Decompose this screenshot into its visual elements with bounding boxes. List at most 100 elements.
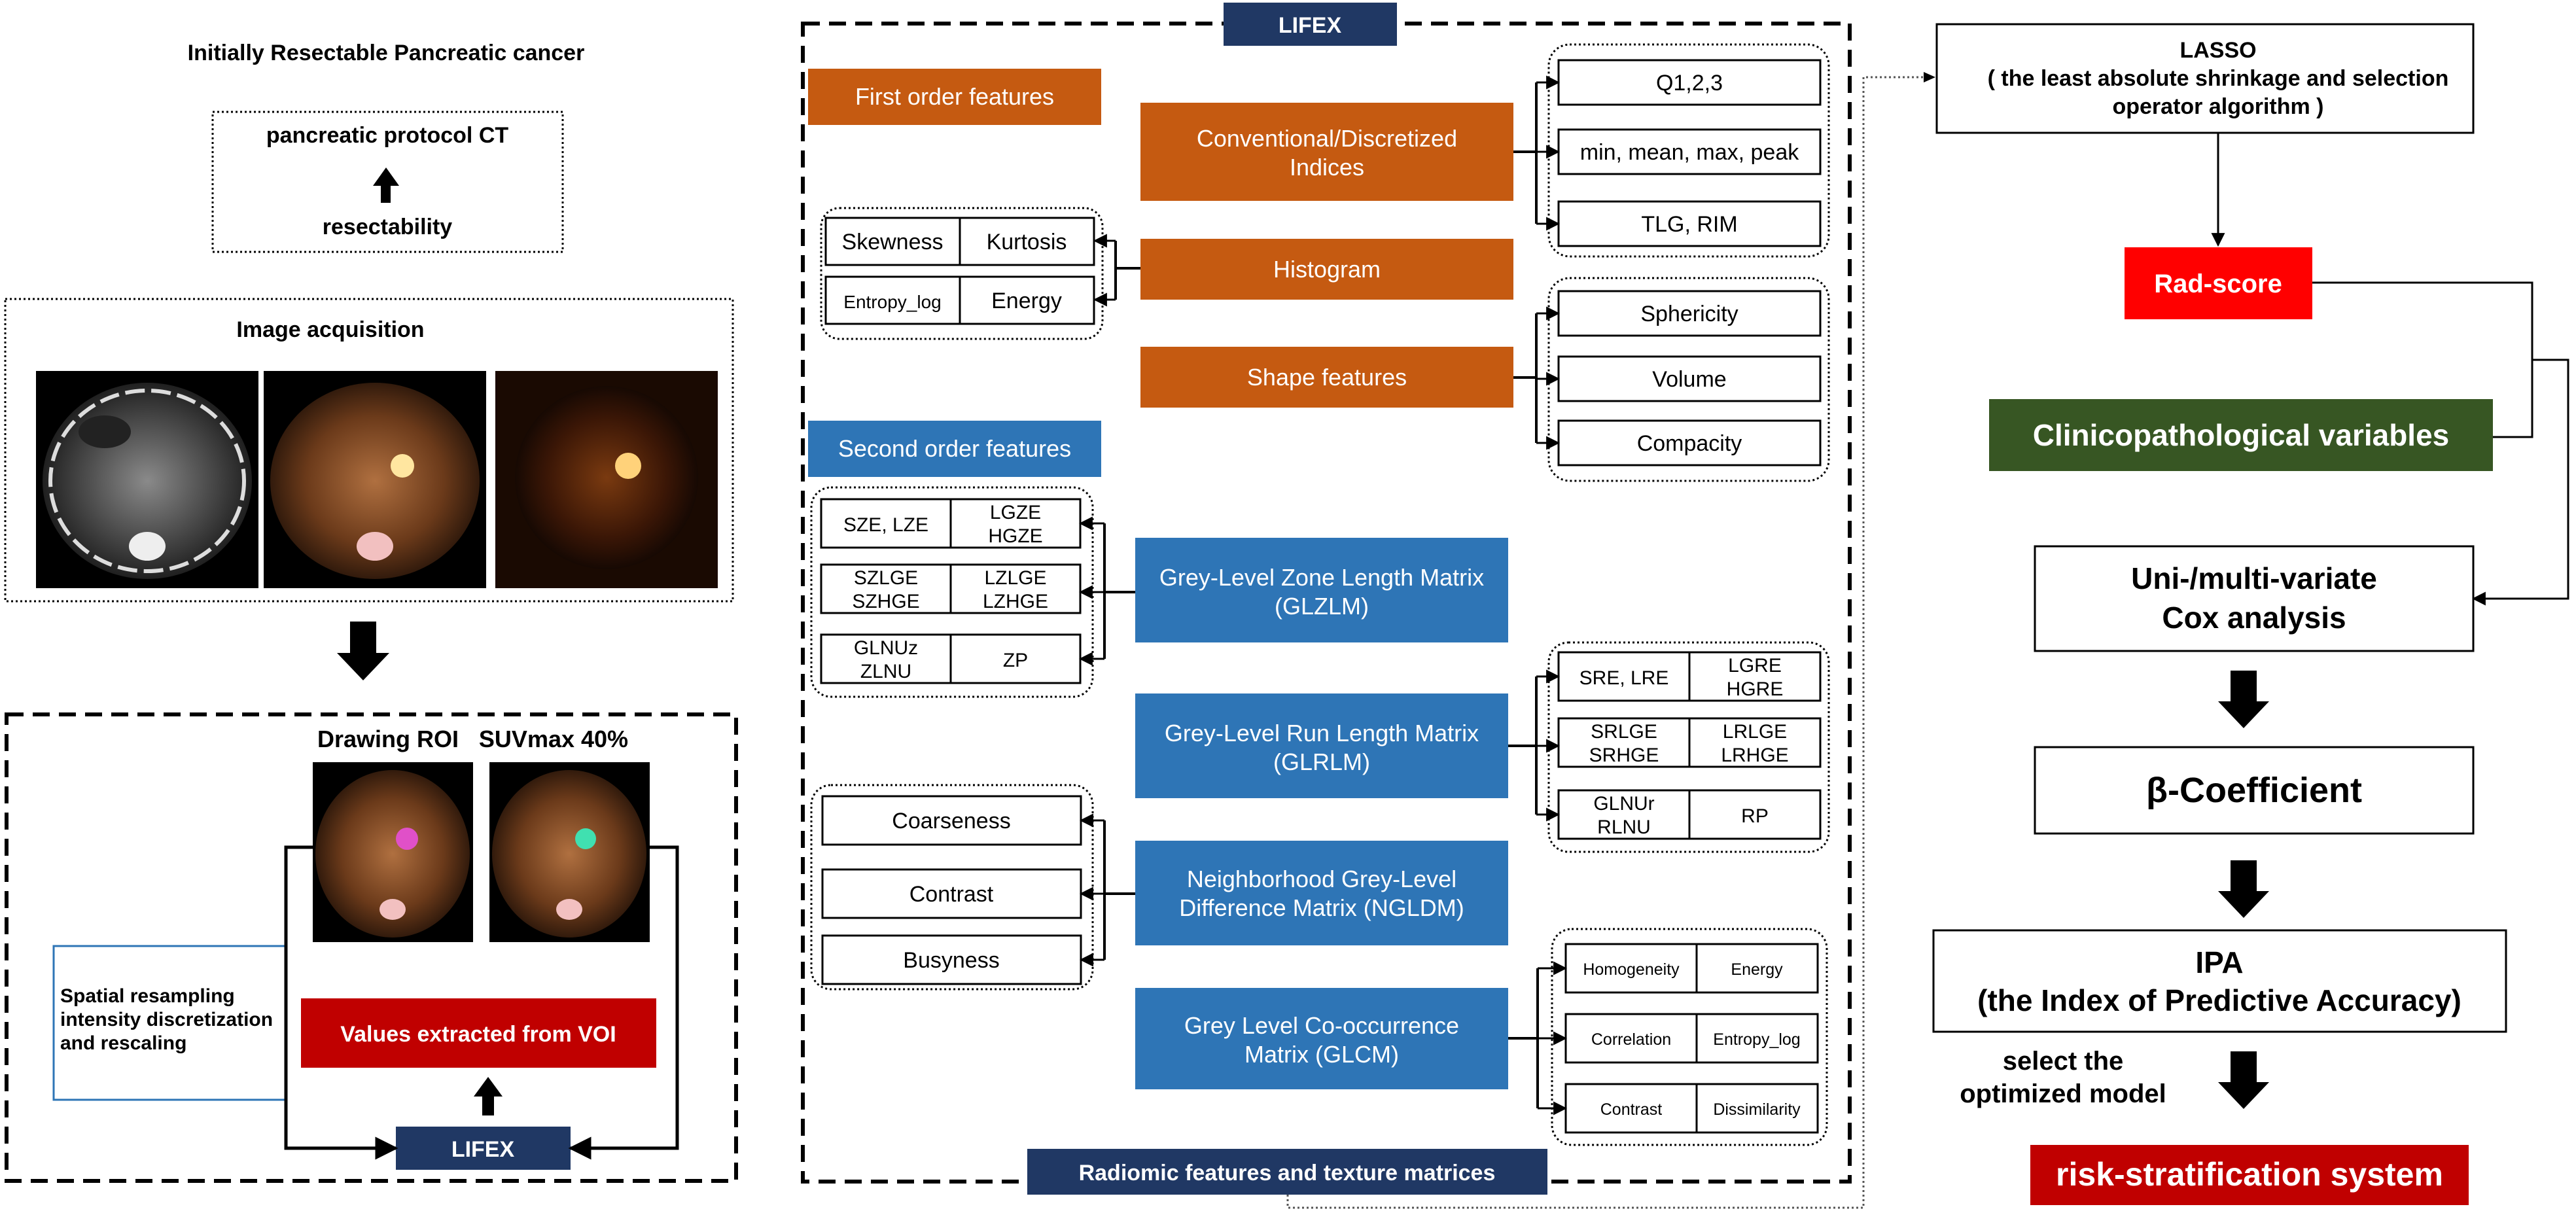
rp-cell <box>1688 789 1822 840</box>
down-arrow-icon <box>337 622 389 680</box>
glzlm-connector <box>1103 523 1135 659</box>
lifex-top-box <box>1224 3 1397 46</box>
ngldm-line-1: Neighborhood Grey-Level <box>1187 866 1456 892</box>
down-arrow-icon <box>2218 671 2269 728</box>
lzhge-text: LZHGE <box>983 591 1048 612</box>
volume-text: Volume <box>1652 367 1726 392</box>
lrhge-text: LRHGE <box>1721 745 1788 766</box>
conventional-line-1: Conventional/Discretized <box>1197 125 1457 152</box>
ct-image <box>36 371 258 588</box>
ipa-box <box>1932 929 2507 1033</box>
ngldm-group <box>810 784 1094 991</box>
lgze-text: LGZE <box>990 502 1041 523</box>
suvmax-label: SUVmax 40% <box>479 726 628 752</box>
coarseness-text: Coarseness <box>892 809 1010 834</box>
cox-line-2: Cox analysis <box>2162 601 2346 635</box>
lifex-top-label: LIFEX <box>1279 13 1342 38</box>
spatial-line-2: intensity discretization <box>60 1009 273 1030</box>
hgre-text: HGRE <box>1727 678 1784 700</box>
lgre-text: LGRE <box>1728 655 1782 676</box>
q123-cell <box>1557 59 1822 106</box>
srlge-text: SRLGE <box>1591 721 1657 743</box>
lzlge-text: LZLGE <box>984 567 1046 589</box>
second-order-box <box>808 421 1101 477</box>
q123-text: Q1,2,3 <box>1656 71 1723 96</box>
down-arrow-icon <box>2218 1051 2269 1109</box>
left-lifex-box <box>396 1127 571 1170</box>
shape-box <box>1140 347 1513 408</box>
entropy-log-cell <box>824 275 961 325</box>
protocol-label: pancreatic protocol CT <box>266 123 509 148</box>
rlnu-text: RLNU <box>1597 816 1651 838</box>
suvmax-image <box>489 762 650 942</box>
glzlm-line-2: (GLZLM) <box>1275 593 1369 620</box>
srhge-text: SRHGE <box>1589 745 1659 766</box>
spatial-box <box>52 945 287 1101</box>
conventional-line-2: Indices <box>1290 154 1364 181</box>
lasso-line-3: operator algorithm ) <box>2112 94 2323 119</box>
ngldm-box <box>1135 841 1508 945</box>
left-title: Initially Resectable Pancreatic cancer <box>188 41 585 65</box>
select-line-1: select the <box>2003 1047 2124 1076</box>
kurtosis-text: Kurtosis <box>987 230 1067 254</box>
energy2-text: Energy <box>1731 960 1783 979</box>
conventional-box <box>1140 103 1513 201</box>
resectability-label: resectability <box>323 215 453 239</box>
merge-line <box>2471 359 2569 606</box>
image-acquisition-box <box>4 298 734 603</box>
lasso-box <box>1935 23 2475 134</box>
glnuz-cell <box>820 633 952 684</box>
energy-text: Energy <box>991 289 1062 313</box>
left-lifex-label: LIFEX <box>451 1137 515 1162</box>
up-arrow-icon <box>474 1077 503 1115</box>
glnuz-text: GLNUz <box>854 637 918 659</box>
clinico-label: Clinicopathological variables <box>2033 418 2450 452</box>
shape-label: Shape features <box>1247 364 1407 391</box>
lrlge-cell <box>1688 717 1822 768</box>
zp-text: ZP <box>1003 650 1028 671</box>
glrlm-connector <box>1508 676 1538 815</box>
glcm-line-2: Matrix (GLCM) <box>1244 1041 1399 1068</box>
cox-box <box>2034 545 2475 652</box>
busyness-text: Busyness <box>903 948 999 973</box>
rp-text: RP <box>1741 805 1769 827</box>
sze-text: SZE, LZE <box>843 514 928 536</box>
volume-cell <box>1557 355 1822 402</box>
glcm-box <box>1135 988 1508 1089</box>
radscore-label: Rad-score <box>2154 270 2282 298</box>
values-extracted-box <box>301 998 656 1068</box>
protocol-box <box>211 111 564 253</box>
radscore-bracket <box>2312 281 2533 360</box>
values-extracted-label: Values extracted from VOI <box>340 1022 616 1047</box>
energy2-cell <box>1695 943 1819 994</box>
loop-line-left <box>284 845 398 1160</box>
drawing-roi-label: Drawing ROI <box>317 726 459 752</box>
up-arrow-icon <box>373 167 399 203</box>
szhge-text: SZHGE <box>852 591 919 612</box>
glzlm-box <box>1135 538 1508 642</box>
down-arrow-icon <box>2218 860 2269 918</box>
lgze-cell <box>949 498 1082 549</box>
beta-label: β-Coefficient <box>2146 771 2362 810</box>
correlation-text: Correlation <box>1591 1030 1671 1049</box>
zp-cell <box>949 633 1082 684</box>
risk-label: risk-stratification system <box>2056 1156 2443 1193</box>
sre-text: SRE, LRE <box>1579 667 1669 689</box>
contrast2-text: Contrast <box>1600 1100 1663 1119</box>
glzlm-line-1: Grey-Level Zone Length Matrix <box>1159 564 1484 591</box>
glcm-connector <box>1508 968 1539 1108</box>
first-order-label: First order features <box>855 83 1054 110</box>
glcm-line-1: Grey Level Co-occurrence <box>1184 1012 1459 1039</box>
szlge-text: SZLGE <box>854 567 918 589</box>
histogram-box <box>1140 239 1513 300</box>
roi-dashed-box <box>5 712 738 1183</box>
risk-box <box>2030 1145 2469 1205</box>
histogram-group <box>820 207 1104 340</box>
energy-cell <box>959 275 1095 325</box>
select-line-2: optimized model <box>1960 1079 2166 1108</box>
minmax-cell <box>1557 128 1822 175</box>
dissimilarity-cell <box>1695 1083 1819 1134</box>
first-order-box <box>808 69 1101 125</box>
roi-image <box>313 762 473 942</box>
fusion-image <box>264 371 486 588</box>
